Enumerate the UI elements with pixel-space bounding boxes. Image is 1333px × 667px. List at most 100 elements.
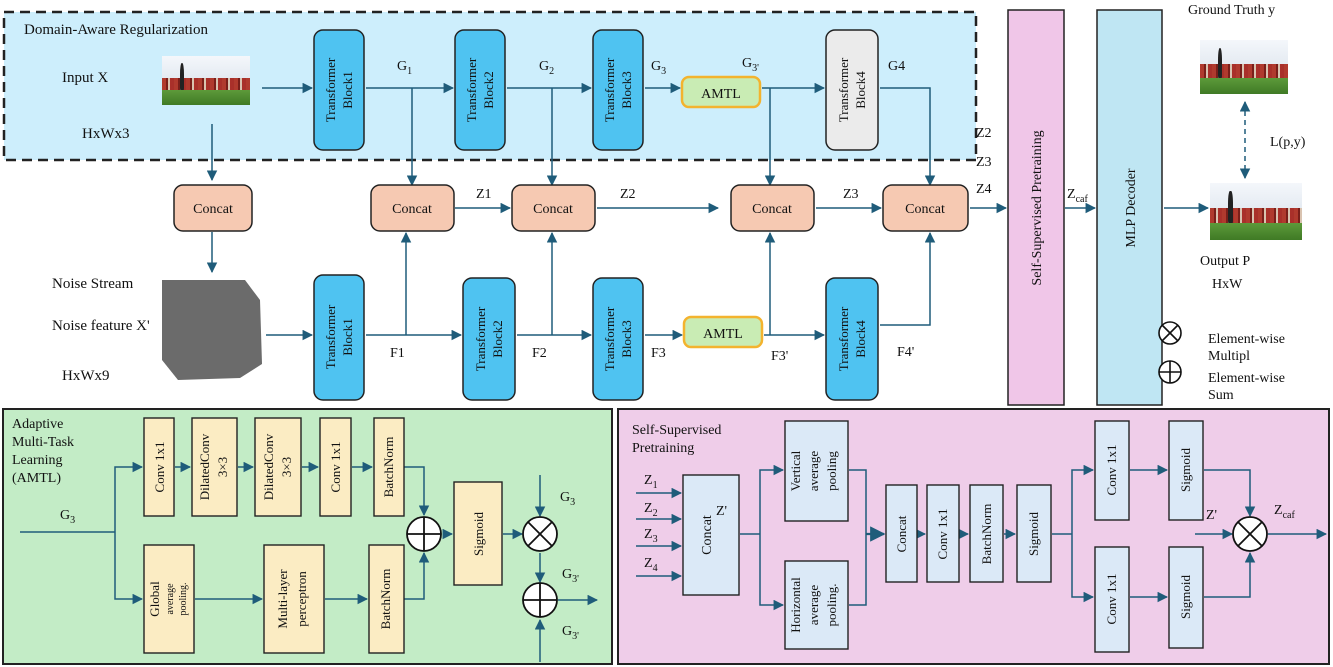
amtl-panel-arrows <box>20 461 599 662</box>
svg-text:Conv 1x1: Conv 1x1 <box>152 442 167 493</box>
z-stack-z3: Z3 <box>976 155 992 170</box>
concat-3: Concat <box>730 184 815 232</box>
amtl-conv1x1-block-2: Conv 1x1 <box>319 417 352 517</box>
concat-1: Concat <box>370 184 455 232</box>
svg-text:3×3: 3×3 <box>279 457 294 477</box>
domain-aware-title: Domain-Aware Regularization <box>24 22 208 38</box>
ssp-panel-title: Self-Supervised Pretraining <box>632 423 725 456</box>
ssp-z2-label: Z2 <box>644 501 658 519</box>
noise-feature-label: Noise feature X' <box>52 318 150 334</box>
amtl-batchnorm-block-2: BatchNorm <box>368 544 405 654</box>
svg-text:Block4: Block4 <box>853 320 868 358</box>
svg-text:Transformer: Transformer <box>473 306 488 371</box>
ssp-sigmoid-bottom-block: Sigmoid <box>1168 546 1204 649</box>
f4prime-label: F4' <box>897 345 914 360</box>
svg-text:BatchNorm: BatchNorm <box>381 437 396 498</box>
amtl-sum-operator-2 <box>522 582 558 618</box>
svg-text:Transformer: Transformer <box>602 306 617 371</box>
z3-label: Z3 <box>843 187 859 202</box>
svg-text:Concat: Concat <box>700 515 715 555</box>
svg-text:Transformer: Transformer <box>323 304 338 369</box>
svg-text:MLP Decoder: MLP Decoder <box>1124 168 1139 248</box>
amtl-conv1x1-block: Conv 1x1 <box>143 417 175 517</box>
svg-text:Sigmoid: Sigmoid <box>1178 574 1193 619</box>
svg-text:Vertical: Vertical <box>788 450 803 491</box>
ssp-zprime-label: Z' <box>716 504 727 519</box>
output-image <box>1210 183 1302 240</box>
ssp-concat-block-1: Concat <box>682 474 740 596</box>
ssp-conv1x1-top-block: Conv 1x1 <box>1094 420 1130 521</box>
svg-text:Self-Supervised Pretraining: Self-Supervised Pretraining <box>1030 130 1045 285</box>
svg-text:Conv 1x1: Conv 1x1 <box>935 509 950 560</box>
f3prime-label: F3' <box>771 349 788 364</box>
z2-label: Z2 <box>620 187 636 202</box>
amtl-batchnorm-block-1: BatchNorm <box>373 417 405 517</box>
svg-text:Block2: Block2 <box>490 320 505 358</box>
svg-text:Conv 1x1: Conv 1x1 <box>1104 574 1119 625</box>
amtl-mlp-block: Multi-layer perceptron <box>263 544 325 654</box>
svg-text:Transformer: Transformer <box>602 57 617 122</box>
output-dims-label: HxW <box>1212 277 1243 292</box>
z1-label: Z1 <box>476 187 492 202</box>
svg-text:Block1: Block1 <box>340 71 355 109</box>
transformer-block1-top: Transformer Block1 <box>313 29 365 151</box>
ssp-multiply-operator <box>1232 516 1268 552</box>
ssp-batchnorm-block: BatchNorm <box>969 484 1004 583</box>
mlp-decoder-column: MLP Decoder <box>1096 9 1163 406</box>
concat-4: Concat <box>882 184 969 232</box>
amtl-multiply-operator <box>522 516 558 552</box>
amtl-box-top: AMTL <box>680 75 762 109</box>
input-x-label: Input X <box>62 70 108 86</box>
ssp-conv1x1-block: Conv 1x1 <box>926 484 960 583</box>
ssp-sigmoid-top-block: Sigmoid <box>1168 420 1204 521</box>
noise-dims-label: HxWx9 <box>62 368 110 384</box>
ssp-horizontal-pooling-block: Horizontal average pooling. <box>784 560 849 650</box>
noise-feature-map <box>162 280 262 380</box>
svg-text:Transformer: Transformer <box>323 57 338 122</box>
svg-text:pooling.: pooling. <box>178 582 189 615</box>
g3prime-label: G3' <box>742 56 759 74</box>
loss-label: L(p,y) <box>1270 135 1306 150</box>
z-stack-z2: Z2 <box>976 126 992 141</box>
sum-legend-icon <box>1158 360 1182 384</box>
svg-text:pooling.: pooling. <box>824 584 839 627</box>
bottom-row-arrows <box>266 231 936 341</box>
svg-text:Global: Global <box>147 581 162 617</box>
output-label: Output P <box>1200 254 1250 269</box>
svg-text:Transformer: Transformer <box>836 306 851 371</box>
svg-text:Concat: Concat <box>752 202 792 217</box>
amtl-dilatedconv-block-2: DilatedConv 3×3 <box>254 417 302 517</box>
amtl-global-avg-pooling-block: Global average pooling. <box>143 544 195 654</box>
z-stack-z4: Z4 <box>976 182 992 197</box>
transformer-block4-bottom: Transformer Block4 <box>825 277 879 401</box>
svg-text:Conv 1x1: Conv 1x1 <box>328 442 343 493</box>
svg-text:Sigmoid: Sigmoid <box>1178 447 1193 492</box>
amtl-dilatedconv-block-1: DilatedConv 3×3 <box>191 417 238 517</box>
transformer-block1-bottom: Transformer Block1 <box>313 274 365 401</box>
svg-text:Block2: Block2 <box>481 71 496 109</box>
ssp-zprime2-label: Z' <box>1206 508 1217 523</box>
svg-text:BatchNorm: BatchNorm <box>378 569 393 630</box>
concat-input: Concat <box>173 184 253 232</box>
transformer-block3-bottom: Transformer Block3 <box>592 277 644 401</box>
svg-text:Block4: Block4 <box>853 71 868 109</box>
svg-text:Horizontal: Horizontal <box>788 577 803 633</box>
svg-text:Multi-layer: Multi-layer <box>275 569 290 629</box>
svg-text:AMTL: AMTL <box>701 87 741 102</box>
svg-text:Sigmoid: Sigmoid <box>471 511 486 556</box>
svg-text:Concat: Concat <box>894 515 909 552</box>
svg-text:3×3: 3×3 <box>215 457 230 477</box>
transformer-block2-bottom: Transformer Block2 <box>462 277 516 401</box>
svg-text:Block1: Block1 <box>340 318 355 356</box>
svg-text:DilatedConv: DilatedConv <box>197 433 212 500</box>
amtl-g3prime-output-label: G3' <box>562 567 579 585</box>
g2-label: G2 <box>539 59 554 77</box>
amtl-input-label: G3 <box>60 508 75 526</box>
ssp-sigmoid-block: Sigmoid <box>1016 484 1052 583</box>
ssp-vertical-pooling-block: Vertical average pooling <box>784 420 849 522</box>
noise-stream-label: Noise Stream <box>52 276 134 292</box>
ssp-z3-label: Z3 <box>644 527 658 545</box>
